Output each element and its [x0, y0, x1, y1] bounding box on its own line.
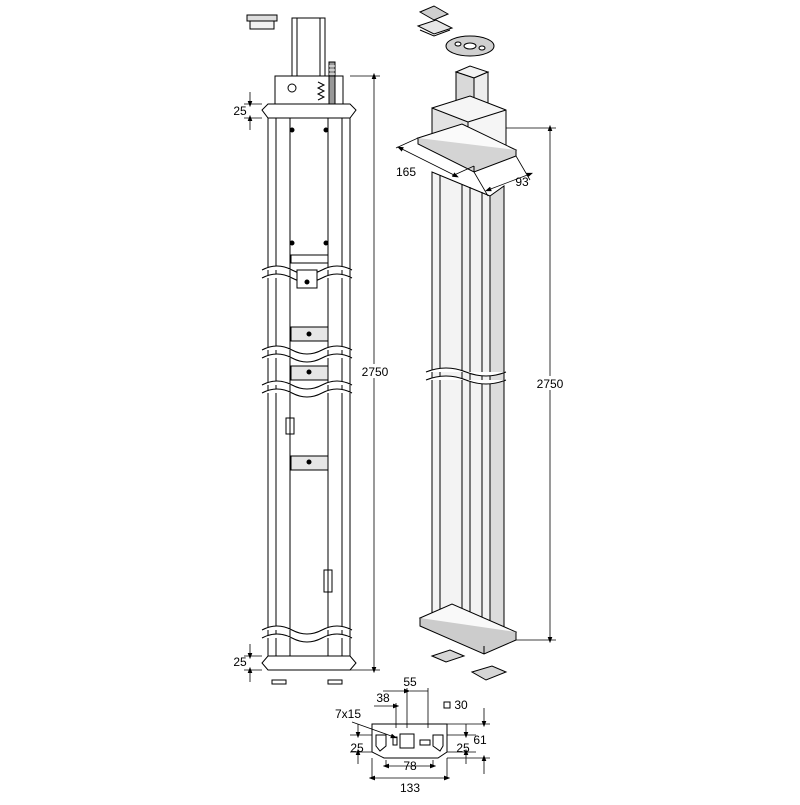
bracket [290, 254, 329, 264]
body-side-face [489, 185, 505, 641]
dim-plan-133: 133 [400, 781, 420, 795]
plan-view [371, 701, 451, 759]
plan-square-cutout [399, 733, 415, 749]
body-front-face [431, 171, 491, 641]
dim-plan-slot: 7x15 [335, 707, 361, 721]
plan-slot [392, 736, 398, 746]
dim-right-width: 165 [396, 165, 416, 179]
bottom-plate-2 [470, 665, 508, 681]
dim-left-height: 2750 [362, 365, 389, 379]
cap-top-piece [418, 5, 450, 21]
dim-plan-78: 78 [403, 759, 417, 773]
front-view-column [246, 14, 357, 685]
bottom-flange [261, 655, 357, 671]
dim-plan-55: 55 [403, 675, 417, 689]
dim-plan-square: 30 [454, 698, 468, 712]
top-cap-piece [246, 14, 278, 22]
plan-hole [419, 739, 431, 746]
dim-plan-right-25: 25 [456, 741, 470, 755]
threaded-rod [328, 61, 336, 105]
dim-plan-61: 61 [473, 733, 487, 747]
foot-right [327, 679, 343, 685]
dim-left-top-offset: 25 [233, 104, 247, 118]
clip [296, 269, 318, 289]
plan-dimension-lines [350, 688, 490, 781]
dim-right-height: 2750 [537, 377, 564, 391]
dim-left-bottom-offset: 25 [233, 655, 247, 669]
dim-right-depth: 93 [515, 175, 529, 189]
foot-left [271, 679, 287, 685]
top-flange [261, 103, 357, 119]
plan-outline [371, 723, 448, 759]
side-clip-1 [285, 417, 295, 435]
top-cap-plug [249, 20, 275, 30]
isometric-view-column [416, 5, 518, 681]
side-clip-2 [323, 569, 333, 593]
spring [316, 81, 326, 101]
dim-plan-38: 38 [376, 691, 390, 705]
cap-plug [416, 19, 454, 35]
bottom-plate-1 [430, 649, 466, 663]
dim-plan-left-25: 25 [350, 741, 364, 755]
